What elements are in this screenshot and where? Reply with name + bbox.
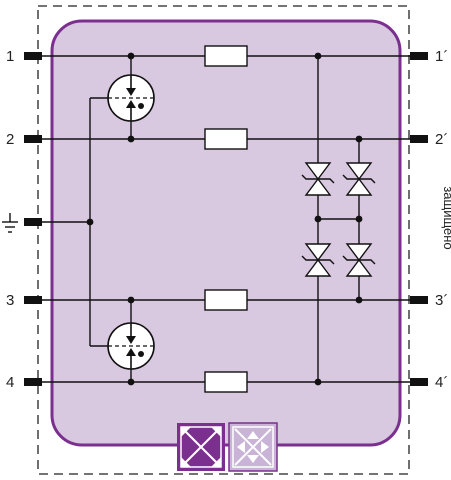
terminal-label-3: 3 — [6, 292, 14, 309]
terminal-label-2-prime: 2´ — [435, 131, 448, 148]
terminal-label-1-prime: 1´ — [435, 48, 448, 65]
left-terminals — [24, 52, 42, 386]
resistor-icon — [204, 45, 248, 67]
junctions — [86, 52, 363, 386]
terminal-ground — [24, 218, 42, 226]
terminal-2 — [24, 135, 42, 143]
resistor-icon — [204, 128, 248, 150]
resistor-icon — [204, 371, 248, 393]
terminal-3 — [24, 296, 42, 304]
status-indicator-icon — [177, 423, 225, 471]
status-indicator-icon — [228, 422, 278, 472]
resistors — [204, 45, 248, 393]
housing-outline — [37, 5, 410, 475]
terminal-4-prime — [410, 378, 428, 386]
ground-icon — [2, 213, 18, 233]
terminal-1-prime — [410, 52, 428, 60]
gas-discharge-tube-icon — [107, 322, 155, 370]
tvs-diode-icon — [301, 243, 335, 277]
terminal-3-prime — [410, 296, 428, 304]
tvs-diode-icon — [301, 162, 335, 196]
terminal-2-prime — [410, 135, 428, 143]
terminal-label-3-prime: 3´ — [435, 292, 448, 309]
terminal-label-1: 1 — [6, 48, 14, 65]
terminal-4 — [24, 378, 42, 386]
tvs-diode-icon — [342, 243, 376, 277]
terminal-label-2: 2 — [6, 131, 14, 148]
gas-discharge-tube-icon — [107, 74, 155, 122]
resistor-icon — [204, 289, 248, 311]
terminal-1 — [24, 52, 42, 60]
terminal-label-4-prime: 4´ — [435, 374, 448, 391]
terminal-label-4: 4 — [6, 374, 14, 391]
tvs-diode-icon — [342, 162, 376, 196]
tvs-diodes — [301, 162, 376, 277]
protected-side-label: защищено — [441, 186, 451, 249]
right-terminals — [410, 52, 428, 386]
